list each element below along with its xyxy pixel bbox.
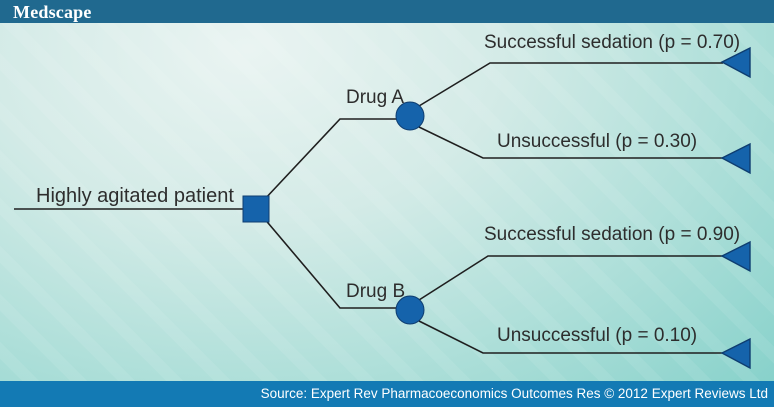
terminal-node-a-success: [720, 46, 751, 79]
branch-line-a-fail: [418, 126, 723, 159]
branch-label-drug-a: Drug A: [346, 87, 405, 108]
terminal-node-b-fail: [720, 337, 751, 370]
branch-line-drug-a: [262, 118, 400, 202]
outcome-label-b-fail: Unsuccessful (p = 0.10): [497, 325, 698, 346]
branch-line-b-fail: [418, 320, 723, 354]
branch-line-drug-b: [262, 216, 400, 309]
branch-label-drug-b: Drug B: [346, 281, 406, 302]
terminal-node-b-success: [720, 240, 751, 273]
chance-node-drug-a: [395, 101, 425, 131]
header-bar: Medscape: [0, 0, 774, 23]
root-node-label: Highly agitated patient: [36, 185, 234, 207]
outcome-label-a-success: Successful sedation (p = 0.70): [484, 32, 741, 53]
terminal-node-a-fail: [720, 142, 751, 175]
branch-line-b-success: [418, 255, 723, 301]
outcome-label-a-fail: Unsuccessful (p = 0.30): [497, 131, 698, 152]
chance-node-drug-b: [395, 295, 425, 325]
decision-node-square: [242, 195, 270, 223]
medscape-logo: Medscape: [13, 1, 92, 22]
source-attribution: Source: Expert Rev Pharmacoeconomics Out…: [260, 386, 768, 402]
outcome-label-b-success: Successful sedation (p = 0.90): [484, 224, 741, 245]
footer-bar: Source: Expert Rev Pharmacoeconomics Out…: [0, 381, 774, 407]
branch-line-a-success: [418, 62, 723, 107]
